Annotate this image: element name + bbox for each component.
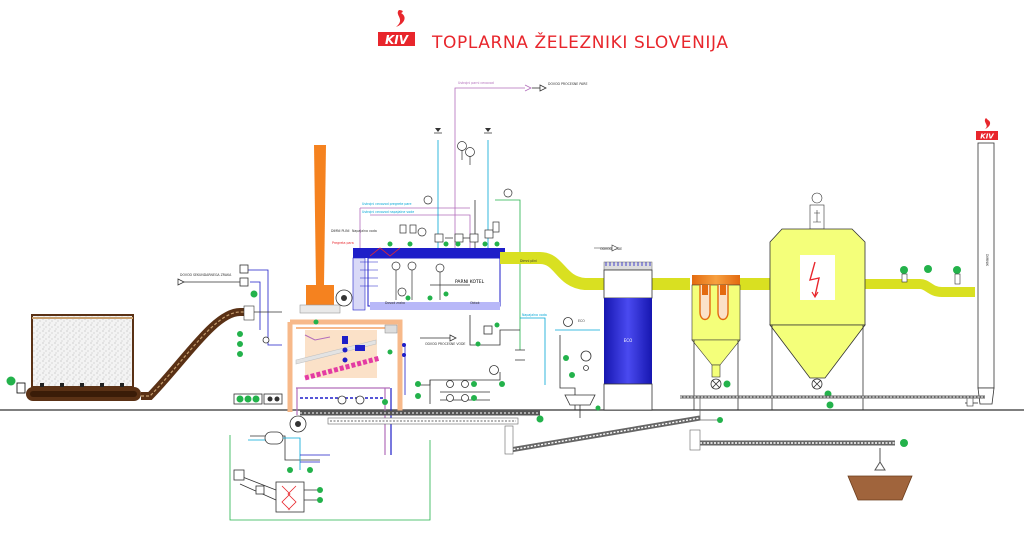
flue-gas-duct: Dimni plini bbox=[500, 252, 975, 297]
economizer: ODVOD VODE ECO bbox=[594, 244, 653, 411]
high-voltage-icon bbox=[809, 261, 820, 297]
bag-filter bbox=[769, 192, 866, 410]
chimney-logo-text: KIV bbox=[980, 133, 994, 141]
boiler-instruments bbox=[399, 141, 513, 243]
ash-container bbox=[847, 475, 913, 501]
boiler-label: PARNI KOTEL bbox=[455, 279, 485, 285]
svg-text:Napajalna voda: Napajalna voda bbox=[352, 229, 377, 233]
svg-text:Ustrojni cevovod pregrete pare: Ustrojni cevovod pregrete pare bbox=[362, 202, 412, 206]
svg-text:Pregreta para: Pregreta para bbox=[332, 241, 354, 245]
chimney-flame-icon bbox=[984, 118, 991, 129]
svg-text:DOVOD SEKUNDARNEGA ZRAKA: DOVOD SEKUNDARNEGA ZRAKA bbox=[180, 273, 232, 277]
multicyclone bbox=[691, 275, 741, 410]
furnace bbox=[287, 319, 406, 455]
svg-text:DIMNI PLINI: DIMNI PLINI bbox=[331, 229, 350, 233]
svg-text:ECO: ECO bbox=[578, 319, 585, 323]
page-title: TOPLARNA ŽELEZNIKI SLOVENIJA bbox=[431, 31, 729, 53]
furnace-chimney: DIMNI PLINI bbox=[299, 145, 350, 314]
kiv-logo: KIV bbox=[378, 10, 415, 47]
steam-boiler: PARNI KOTEL bbox=[352, 247, 505, 311]
feed-piping: DOVOD SEKUNDARNEGA ZRAKA bbox=[177, 264, 282, 357]
header: KIV TOPLARNA ŽELEZNIKI SLOVENIJA bbox=[378, 10, 729, 53]
main-chimney: KIV DIMNIK bbox=[965, 118, 998, 407]
feedwater-piping: ODVOD PROCESNE VODE Napajalna voda bbox=[404, 313, 600, 418]
svg-text:ODVOD VODE: ODVOD VODE bbox=[600, 247, 622, 251]
fuel-conveyor bbox=[141, 305, 255, 400]
chimney-label: DIMNIK bbox=[985, 254, 989, 267]
svg-text:DOVOD PROCESNE PARE: DOVOD PROCESNE PARE bbox=[548, 82, 587, 86]
svg-text:Napajalna voda: Napajalna voda bbox=[522, 313, 547, 317]
air-system bbox=[229, 289, 431, 521]
svg-text:Obtok: Obtok bbox=[470, 301, 480, 305]
flame-icon bbox=[396, 10, 405, 27]
fuel-silo bbox=[6, 314, 141, 401]
svg-text:Dimni plini: Dimni plini bbox=[520, 259, 537, 263]
economizer-label: ECO bbox=[624, 338, 632, 343]
heat-exchanger bbox=[233, 431, 330, 513]
ash-conveyors bbox=[300, 395, 985, 471]
svg-text:Dovod zraka: Dovod zraka bbox=[385, 301, 405, 305]
logo-text: KIV bbox=[385, 33, 410, 47]
svg-text:ODVOD PROCESNE VODE: ODVOD PROCESNE VODE bbox=[425, 342, 465, 346]
instrument-icon bbox=[6, 376, 16, 386]
svg-text:Ustrojni cevovod napajalne vod: Ustrojni cevovod napajalne vode bbox=[362, 210, 414, 214]
svg-text:Ustrojni parni cevovod: Ustrojni parni cevovod bbox=[458, 81, 494, 85]
